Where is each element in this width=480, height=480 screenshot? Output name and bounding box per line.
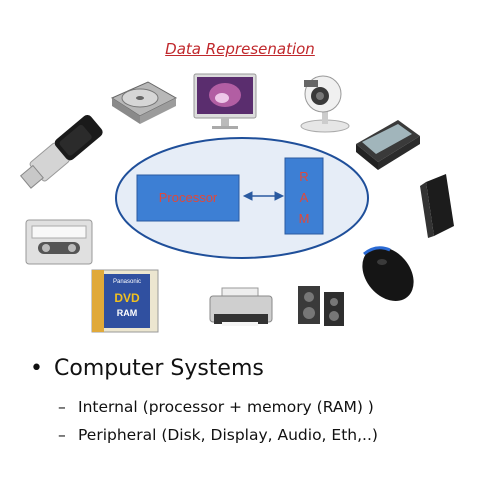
bullet-dash: – bbox=[58, 398, 66, 416]
webcam-icon bbox=[300, 75, 350, 133]
speakers-icon bbox=[298, 286, 344, 326]
bullet-dash: – bbox=[58, 426, 66, 444]
bullet-main: • Computer Systems bbox=[30, 356, 264, 381]
usb-flash-drive-icon bbox=[19, 114, 103, 189]
printer-icon bbox=[209, 287, 273, 326]
bullet-sub-text: Internal (processor + memory (RAM) ) bbox=[78, 398, 374, 416]
bullet-main-text: Computer Systems bbox=[54, 356, 264, 381]
diagram-title: Data Represenation bbox=[165, 40, 315, 58]
scanner-icon bbox=[356, 120, 420, 170]
hard-disk-icon bbox=[110, 81, 178, 124]
cassette-tape-icon bbox=[25, 219, 93, 265]
bullet-dot: • bbox=[30, 356, 43, 381]
dvd-brand: Panasonic bbox=[113, 279, 141, 285]
processor-label: Processor bbox=[159, 190, 218, 205]
dvd-text: DVD bbox=[114, 291, 140, 305]
ram-box: R A M bbox=[284, 157, 324, 235]
processor-box: Processor bbox=[136, 174, 240, 222]
dvd-ram-icon: Panasonic DVD RAM bbox=[91, 269, 159, 333]
ram-letter-a: A bbox=[300, 190, 309, 205]
modem-icon bbox=[420, 174, 454, 238]
bullet-sub-internal: –Internal (processor + memory (RAM) ) bbox=[58, 398, 374, 416]
mouse-icon bbox=[362, 246, 414, 301]
bullet-sub-text: Peripheral (Disk, Display, Audio, Eth,..… bbox=[78, 426, 378, 444]
bullet-sub-peripheral: –Peripheral (Disk, Display, Audio, Eth,.… bbox=[58, 426, 378, 444]
monitor-icon bbox=[193, 73, 257, 129]
ram-letter-r: R bbox=[299, 169, 308, 184]
ram-letter-m: M bbox=[299, 211, 310, 226]
bus-arrow bbox=[242, 191, 285, 201]
dvd-ram-text: RAM bbox=[117, 308, 138, 318]
